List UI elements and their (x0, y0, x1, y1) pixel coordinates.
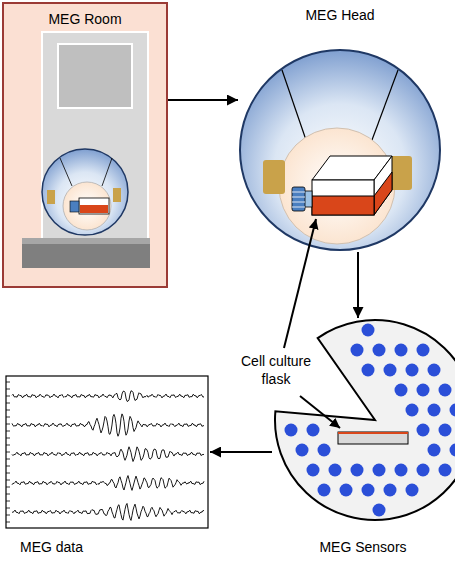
meg-helmet (240, 50, 440, 250)
room-base (22, 238, 150, 268)
axis-ticks (6, 382, 10, 522)
flask-front (312, 180, 374, 215)
flow-arrow (168, 99, 238, 101)
head-panel: MEG Head (238, 6, 442, 252)
room-panel: MEG Room (2, 2, 168, 288)
room-flask (79, 198, 109, 214)
room-flask-liquid (80, 205, 108, 213)
panel-heading: MEG Head (305, 6, 374, 24)
leader-arrow (284, 219, 316, 348)
flask-cap (292, 187, 305, 211)
room-ear (47, 190, 55, 204)
flask-side-liquid (374, 172, 392, 215)
leader-arrow (300, 396, 340, 428)
data-plot-frame (6, 376, 208, 528)
helmet-line (372, 70, 398, 140)
panel-heading: MEG Room (48, 10, 121, 28)
flask-side (374, 156, 392, 215)
room-wall-panel (42, 32, 148, 240)
meg-traces (12, 391, 204, 521)
flow-arrow (357, 252, 359, 318)
ear (263, 160, 285, 194)
ear (390, 156, 412, 190)
helmet-line (282, 70, 306, 140)
sensor-array (275, 320, 455, 520)
head-face (279, 128, 395, 244)
room-base-top (22, 238, 150, 244)
callout-label: Cell culture flask (226, 352, 326, 388)
panel-heading: MEG Sensors (319, 538, 406, 556)
room-background (2, 2, 168, 288)
room-ear (113, 188, 121, 202)
data-panel: MEG data (4, 374, 210, 556)
sensor-flask (338, 432, 408, 444)
flask-liquid (312, 196, 374, 215)
room-meg-head (42, 149, 128, 235)
sensor-dots (285, 324, 455, 517)
room-window (58, 44, 132, 108)
panel-heading: MEG data (20, 538, 83, 556)
room-head-face (63, 182, 111, 230)
flow-arrow (210, 451, 272, 453)
room-flask-cap (70, 201, 79, 212)
